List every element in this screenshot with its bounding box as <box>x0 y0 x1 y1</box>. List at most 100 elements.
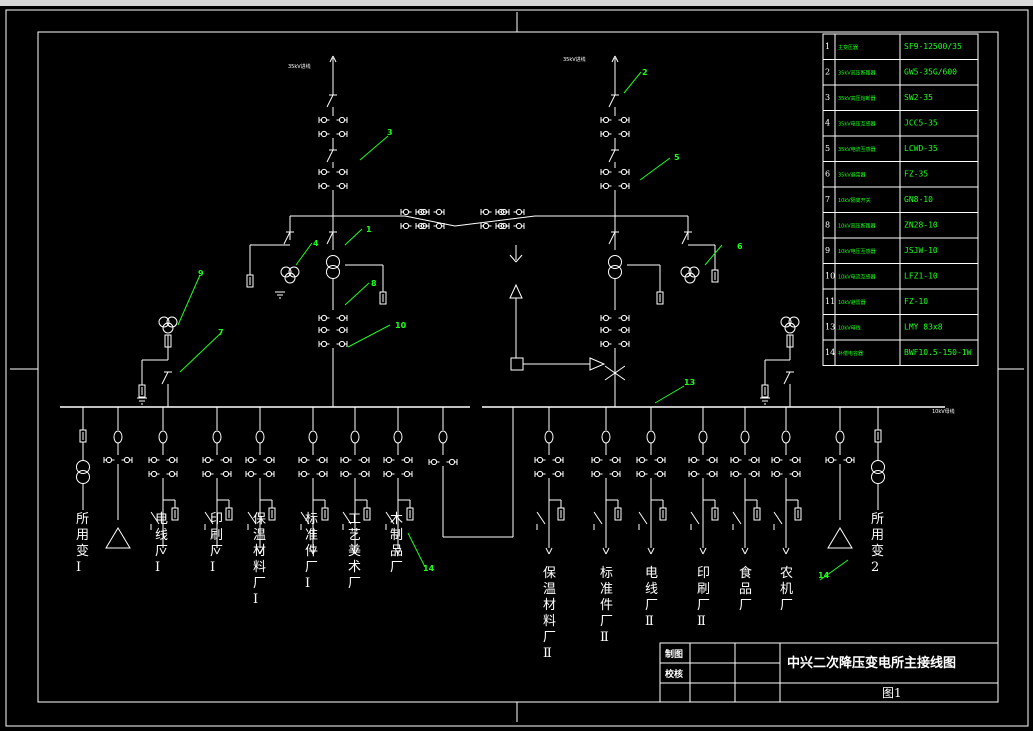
bus-tie-wire <box>404 215 456 227</box>
viewport-top-strip <box>0 0 1033 6</box>
equipment-name: 35kV电流互感器 <box>838 146 876 153</box>
equipment-model: LMY 83x8 <box>904 323 943 332</box>
vt-winding <box>288 266 300 278</box>
ct-coil <box>656 470 664 478</box>
feeder-name-char: 制 <box>390 528 403 543</box>
feeder-breaker <box>740 430 750 444</box>
feeder-name-char: 印 <box>210 512 223 527</box>
ct-coil <box>338 314 346 322</box>
feeder-name-left: 工艺美术厂 <box>348 512 361 591</box>
fuse <box>557 507 565 521</box>
callout-number: 8 <box>371 279 377 288</box>
transformer-symbol <box>326 255 340 279</box>
ct-coil <box>620 326 628 334</box>
feeder-name-char: 术 <box>348 560 361 575</box>
vt-winding <box>284 272 296 284</box>
current-transformer <box>383 470 413 478</box>
current-transformer <box>771 456 801 464</box>
ct-coil <box>773 456 781 464</box>
current-transformer <box>202 470 232 478</box>
ct-coil <box>247 456 255 464</box>
equipment-no: 1 <box>825 42 830 51</box>
ct-coil <box>265 470 273 478</box>
current-transformer <box>495 222 525 230</box>
vt-winding <box>280 266 292 278</box>
current-transformer <box>298 470 328 478</box>
feeder-name-char: 厂 <box>600 614 613 629</box>
feeder-name-char: 品 <box>739 582 752 597</box>
callout-leader <box>344 228 363 246</box>
feeder-breaker <box>308 430 318 444</box>
ct-coil <box>342 456 350 464</box>
ct-coil <box>318 470 326 478</box>
feeder-name-char: 保 <box>543 566 556 581</box>
arrow-head <box>216 547 221 555</box>
disconnector <box>161 371 172 385</box>
drawing-title: 中兴二次降压变电所主接线图 <box>787 655 956 671</box>
earth-switch <box>342 511 352 525</box>
equipment-name: 10kV电流互感器 <box>838 274 876 281</box>
callout-leader <box>623 71 642 94</box>
earth-switch <box>732 511 742 525</box>
arrow-head <box>647 547 652 555</box>
feeder-name-char: Ⅰ <box>305 576 310 591</box>
disconnector-blade <box>326 94 334 108</box>
vt-winding <box>788 316 800 328</box>
ct-coil <box>402 208 410 216</box>
ct-coil <box>448 458 456 466</box>
equipment-name: 35kV高压熔断器 <box>838 95 876 102</box>
callout-leader <box>347 324 391 348</box>
feeder-name-char: 印 <box>697 566 710 581</box>
callout-leader <box>654 385 685 404</box>
ct-coil <box>656 456 664 464</box>
ct-coil <box>515 222 523 230</box>
ct-coil <box>791 470 799 478</box>
callout-number: 13 <box>684 378 695 387</box>
ct-coil <box>602 168 610 176</box>
fuse <box>246 274 254 288</box>
disconnector <box>283 231 294 245</box>
disconnector <box>681 231 692 245</box>
feeder-name-char: 线 <box>645 582 658 597</box>
ct-coil <box>638 470 646 478</box>
feeder-name-char: 材 <box>543 598 556 613</box>
title-block-drawn-label: 制图 <box>665 648 683 660</box>
fuse <box>321 507 329 521</box>
earth-switch <box>593 511 603 525</box>
transformer-winding <box>76 460 90 474</box>
feeder-name-char: 用 <box>76 528 89 543</box>
equipment-name: 10kV电压互感器 <box>838 248 876 255</box>
ct-coil <box>247 470 255 478</box>
fuse <box>406 507 414 521</box>
feeder-name-char: 2 <box>871 560 879 575</box>
ct-coil <box>435 208 443 216</box>
feeder-name-char: 厂 <box>305 560 318 575</box>
callout-leader <box>639 157 671 181</box>
vt-winding <box>158 316 170 328</box>
equipment-model: LCWD-35 <box>904 144 938 153</box>
ct-coil <box>403 470 411 478</box>
feeder-name-char: 厂 <box>739 598 752 613</box>
earth-switch <box>247 511 257 525</box>
current-transformer <box>771 470 801 478</box>
current-transformer <box>340 456 370 464</box>
feeder-name-char: 电 <box>645 566 658 581</box>
ct-coil <box>168 456 176 464</box>
current-transformer <box>318 182 348 190</box>
vt-winding <box>784 322 796 334</box>
disconnector <box>326 94 337 108</box>
drawing-border <box>37 31 999 703</box>
equipment-name: 10kV避雷器 <box>838 299 866 306</box>
current-transformer <box>400 222 430 230</box>
feeder-name-char: 温 <box>253 528 266 543</box>
callout-number: 7 <box>218 328 224 337</box>
feeder-name-char: 美 <box>348 544 361 559</box>
feeder-name-char: Ⅰ <box>76 560 81 575</box>
ct-coil <box>318 456 326 464</box>
figure-label: 图1 <box>882 686 902 700</box>
ct-coil <box>482 208 490 216</box>
title-block-frame <box>659 642 999 703</box>
current-transformer <box>318 168 348 176</box>
equipment-no: 11 <box>825 297 835 306</box>
